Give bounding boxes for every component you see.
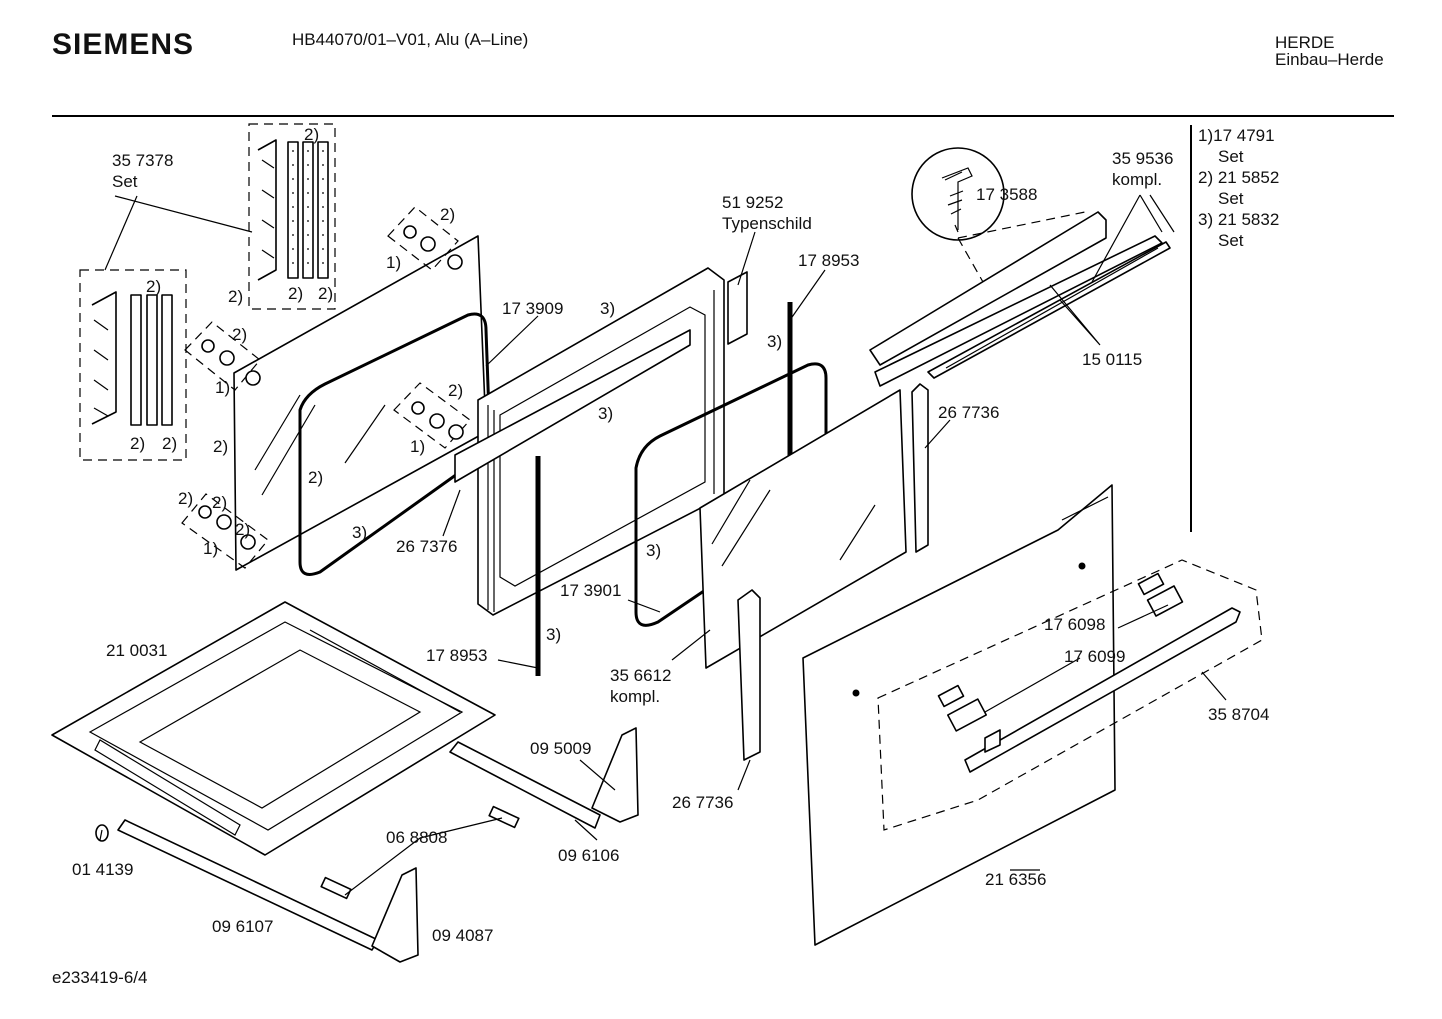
label-173901: 17 3901 — [560, 581, 622, 600]
part-number: 51 9252 — [722, 193, 784, 212]
label-176099: 17 6099 — [1064, 647, 1126, 666]
ref-marker: 2) — [162, 434, 178, 453]
part-note: kompl. — [1112, 170, 1163, 189]
label-267736-bottom: 26 7736 — [672, 793, 734, 812]
clip-068808-upper — [488, 805, 520, 829]
label-096107: 09 6107 — [212, 917, 274, 936]
label-178953-bottom: 17 8953 — [426, 646, 488, 665]
ref-marker: 2) — [288, 284, 304, 303]
bottom-tray — [51, 601, 496, 856]
drawing-id: e233419-6/4 — [52, 968, 148, 987]
ref-marker: 2) — [235, 520, 251, 539]
hinge-set-upper — [248, 123, 336, 310]
outer-glass-pane — [233, 235, 487, 571]
ref-marker: 2) — [440, 205, 456, 224]
label-096106: 09 6106 — [558, 846, 620, 865]
ref-marker: 3) — [546, 625, 562, 644]
ref-marker: 2) — [304, 125, 320, 144]
ref-marker: 2) — [232, 325, 248, 344]
category-block: HERDE Einbau–Herde — [1275, 34, 1384, 68]
ref-marker: 2) — [308, 468, 324, 487]
label-358704: 35 8704 — [1208, 705, 1270, 724]
legend-line: Set — [1218, 147, 1244, 166]
label-519252: 51 9252 Typenschild — [722, 192, 812, 234]
door-handle — [937, 572, 1241, 773]
type-plate — [727, 271, 748, 345]
hinge-set-left — [79, 269, 187, 461]
label-173588: 17 3588 — [976, 185, 1038, 204]
header-rule — [52, 115, 1394, 117]
legend-line: 3) 21 5832 — [1198, 210, 1280, 229]
ref-marker: 2) — [213, 437, 229, 456]
ref-marker: 2) — [146, 277, 162, 296]
legend-line: Set — [1218, 189, 1244, 208]
rail-096107 — [117, 819, 379, 951]
clip-group — [181, 206, 471, 569]
ref-marker: 2) — [318, 284, 334, 303]
ref-marker: 3) — [600, 299, 616, 318]
legend-line: Set — [1218, 231, 1244, 250]
ref-marker: 1) — [386, 253, 402, 272]
label-178953-top: 17 8953 — [798, 251, 860, 270]
ref-marker: 1) — [410, 437, 426, 456]
inner-door-frame — [454, 267, 725, 616]
part-number: 35 6612 — [610, 666, 672, 685]
ref-marker: 2) — [130, 434, 146, 453]
model-number: HB44070/01–V01, Alu (A–Line) — [292, 30, 529, 49]
ref-marker: 2) — [448, 381, 464, 400]
ref-marker: 1) — [215, 378, 231, 397]
legend-line: 2) 21 5852 — [1198, 168, 1280, 187]
brand-logo: SIEMENS — [52, 28, 195, 61]
side-rail-upper — [911, 383, 929, 553]
part-note: Set — [112, 172, 138, 191]
part-note: Typenschild — [722, 214, 812, 233]
side-rail-lower — [737, 589, 761, 761]
label-357378: 35 7378 Set — [112, 150, 173, 192]
label-359536: 35 9536 kompl. — [1112, 148, 1173, 190]
ref-marker: 3) — [767, 332, 783, 351]
category-subtitle: Einbau–Herde — [1275, 50, 1384, 69]
part-number: 35 7378 — [112, 151, 174, 170]
ref-marker: 3) — [598, 404, 614, 423]
bracket-095009 — [591, 727, 639, 823]
ref-marker: 2) — [228, 287, 244, 306]
label-267376: 26 7376 — [396, 537, 458, 556]
label-210031: 21 0031 — [106, 641, 168, 660]
leader-lines — [99, 194, 1227, 896]
label-267736-top: 26 7736 — [938, 403, 1000, 422]
label-014139: 01 4139 — [72, 860, 134, 879]
label-176098: 17 6098 — [1044, 615, 1106, 634]
label-068808: 06 8808 — [386, 828, 448, 847]
label-150115: 15 0115 — [1082, 350, 1143, 369]
label-173909: 17 3909 — [502, 299, 564, 318]
ref-marker: 2) — [178, 489, 194, 508]
top-trim-assembly — [869, 211, 1171, 387]
legend-line: 1)17 4791 — [1198, 126, 1275, 145]
handle-dashed-group — [877, 559, 1263, 831]
ref-marker: 2) — [212, 493, 228, 512]
ref-marker: 3) — [352, 523, 368, 542]
label-094087: 09 4087 — [432, 926, 494, 945]
set-legend: 1)17 4791 Set 2) 21 5852 Set 3) 21 5832 … — [1198, 125, 1279, 251]
ref-marker: 3) — [646, 541, 662, 560]
part-note: kompl. — [610, 687, 661, 706]
bracket-094087 — [371, 867, 419, 963]
ref-marker: 1) — [203, 539, 219, 558]
rail-096106 — [449, 741, 601, 829]
screw-detail — [911, 147, 1005, 241]
clip-068808-lower — [320, 876, 352, 900]
label-095009: 09 5009 — [530, 739, 592, 758]
label-356612: 35 6612 kompl. — [610, 665, 671, 707]
category-title: HERDE — [1275, 33, 1335, 52]
label-216356: 21 6356 — [985, 870, 1047, 889]
part-number: 35 9536 — [1112, 149, 1174, 168]
